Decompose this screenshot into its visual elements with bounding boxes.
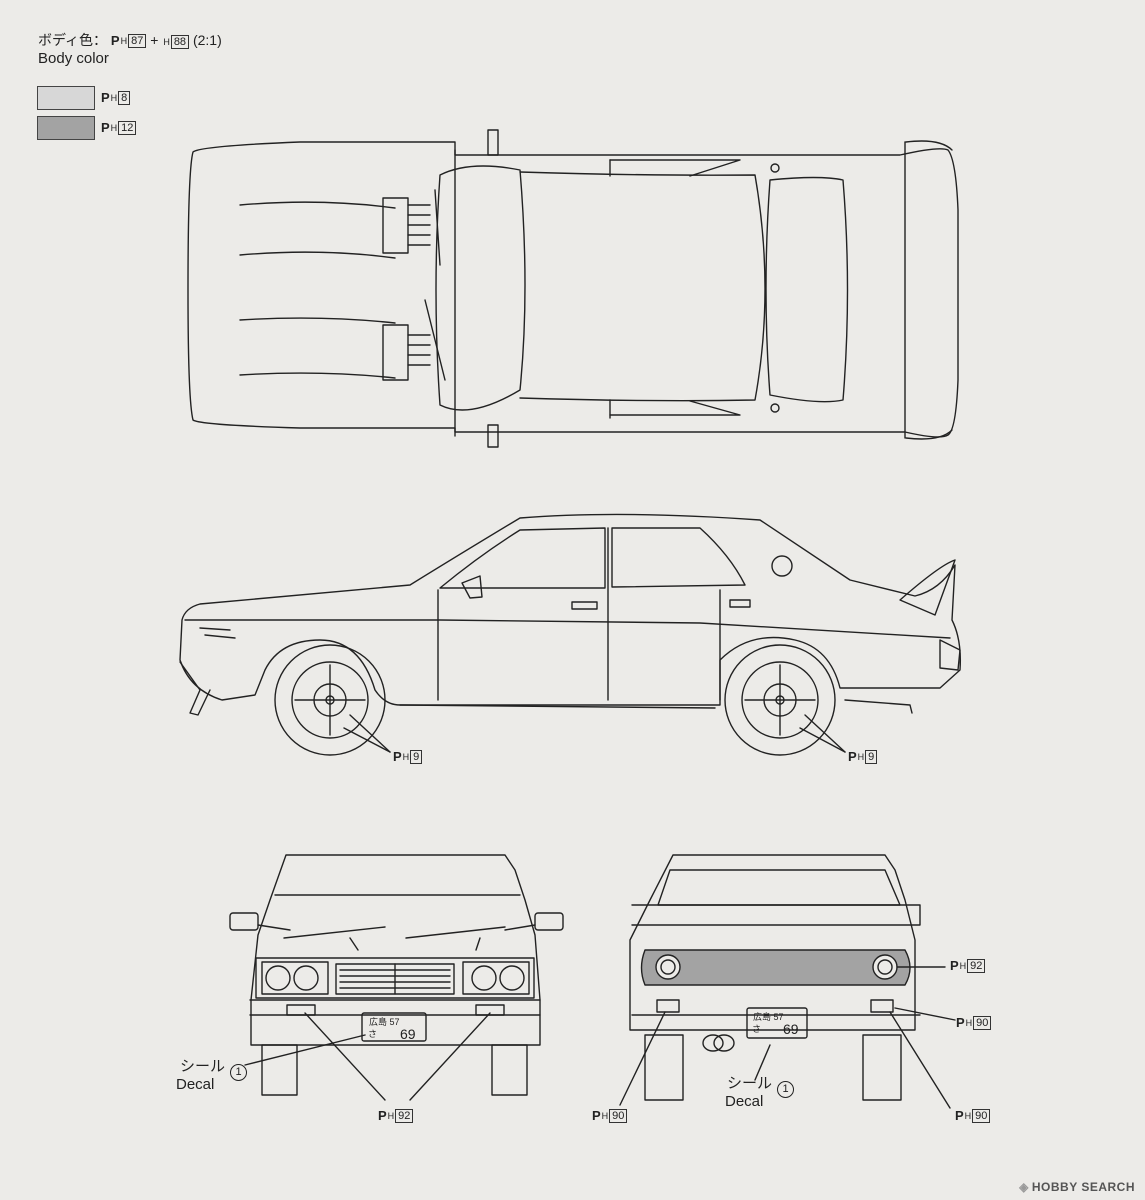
- body-color-en-label: Body color: [38, 50, 109, 67]
- swatch-ph12: [37, 116, 95, 140]
- front-view: [229, 854, 564, 1101]
- windshield: [435, 165, 526, 411]
- wheel-front-tire: [274, 644, 386, 756]
- front-plate: [361, 1012, 427, 1042]
- top-view-outline: [187, 141, 959, 438]
- roof: [519, 171, 766, 402]
- rear-plate: [746, 1007, 808, 1039]
- rear-plate-kana: さ: [752, 1024, 761, 1034]
- wheel-rear-tire: [724, 644, 836, 756]
- mix-ratio: (2:1): [192, 32, 222, 48]
- rear-roof: [629, 854, 916, 1031]
- door-front-window: [439, 527, 606, 589]
- rear-view: [619, 854, 956, 1109]
- front-roof: [250, 854, 541, 1046]
- side-view: [179, 513, 962, 756]
- front-plate-top: 広島 57: [369, 1016, 400, 1027]
- top-view: [187, 129, 959, 448]
- decal-number-badge: 1: [230, 1064, 247, 1081]
- door-rear-window: [611, 527, 746, 588]
- front-plate-num: 69: [400, 1026, 416, 1042]
- decal-number-badge: 1: [777, 1081, 794, 1098]
- rear-tail-panel: [640, 949, 911, 986]
- rear-plate-num: 69: [783, 1021, 799, 1037]
- plus-sign: +: [150, 32, 159, 48]
- side-body-outline: [179, 513, 962, 706]
- jp-label: ボディ色：: [38, 32, 108, 48]
- front-decal-jp: シール: [180, 1058, 226, 1075]
- watermark-logo-icon: ◈: [1019, 1180, 1029, 1194]
- rear-plate-top: 広島 57: [753, 1011, 784, 1022]
- front-plate-kana: さ: [368, 1029, 377, 1039]
- swatch-ph8: [37, 86, 95, 110]
- watermark: ◈HOBBY SEARCH: [1019, 1180, 1135, 1194]
- rear-decal-jp: シール: [727, 1075, 773, 1092]
- rear-window: [765, 176, 849, 403]
